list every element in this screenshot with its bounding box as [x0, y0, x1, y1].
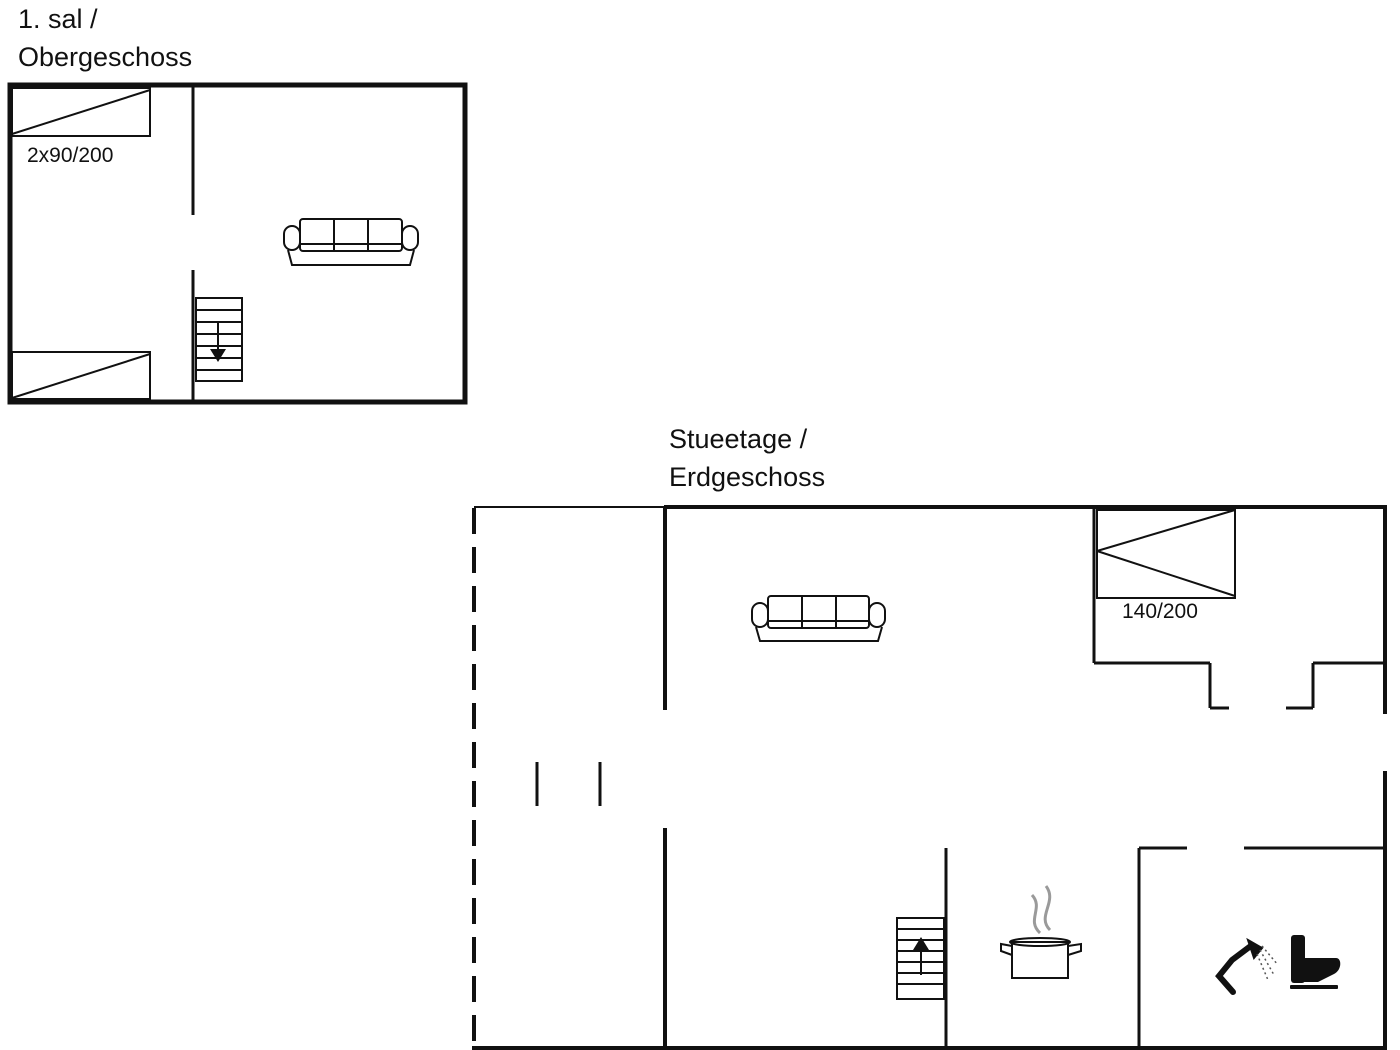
cooking-pot-icon: [1000, 885, 1082, 979]
ground-floor-walls: [472, 505, 1387, 1050]
arrow-down-icon: [210, 349, 226, 362]
ground-floor-title-line1: Stueetage /: [669, 424, 808, 454]
bed-icon: [11, 351, 151, 400]
ground-floor-title-line2: Erdgeschoss: [669, 462, 826, 492]
upper-floor-plan: [7, 82, 468, 405]
kitchen-bathroom-walls: [944, 846, 1385, 1048]
ground-floor-title: Stueetage / Erdgeschoss: [669, 420, 825, 496]
upper-floor-title-line1: 1. sal /: [18, 4, 98, 34]
ground-floor-bed-size-label: 140/200: [1122, 600, 1198, 623]
toilet-icon: [1290, 935, 1341, 989]
upper-floor-outer-wall: [7, 82, 468, 405]
shower-icon: [1215, 937, 1279, 995]
ground-floor-plan: [472, 505, 1387, 1050]
terrace-outline: [472, 506, 664, 1048]
sofa-icon: [751, 595, 886, 642]
upper-floor-title: 1. sal / Obergeschoss: [18, 0, 192, 76]
upper-floor-title-line2: Obergeschoss: [18, 42, 193, 72]
terrace-markers: [535, 762, 602, 806]
sofa-icon: [283, 218, 419, 266]
bed-icon: [1096, 509, 1236, 599]
shower-spray: [1256, 945, 1279, 981]
arrow-up-icon: [913, 937, 929, 950]
bedroom-walls: [1092, 507, 1385, 710]
staircase-icon: [896, 917, 945, 1000]
bed-icon: [11, 87, 151, 137]
staircase-icon: [195, 297, 243, 382]
upper-floor-bed-size-label: 2x90/200: [27, 144, 114, 167]
